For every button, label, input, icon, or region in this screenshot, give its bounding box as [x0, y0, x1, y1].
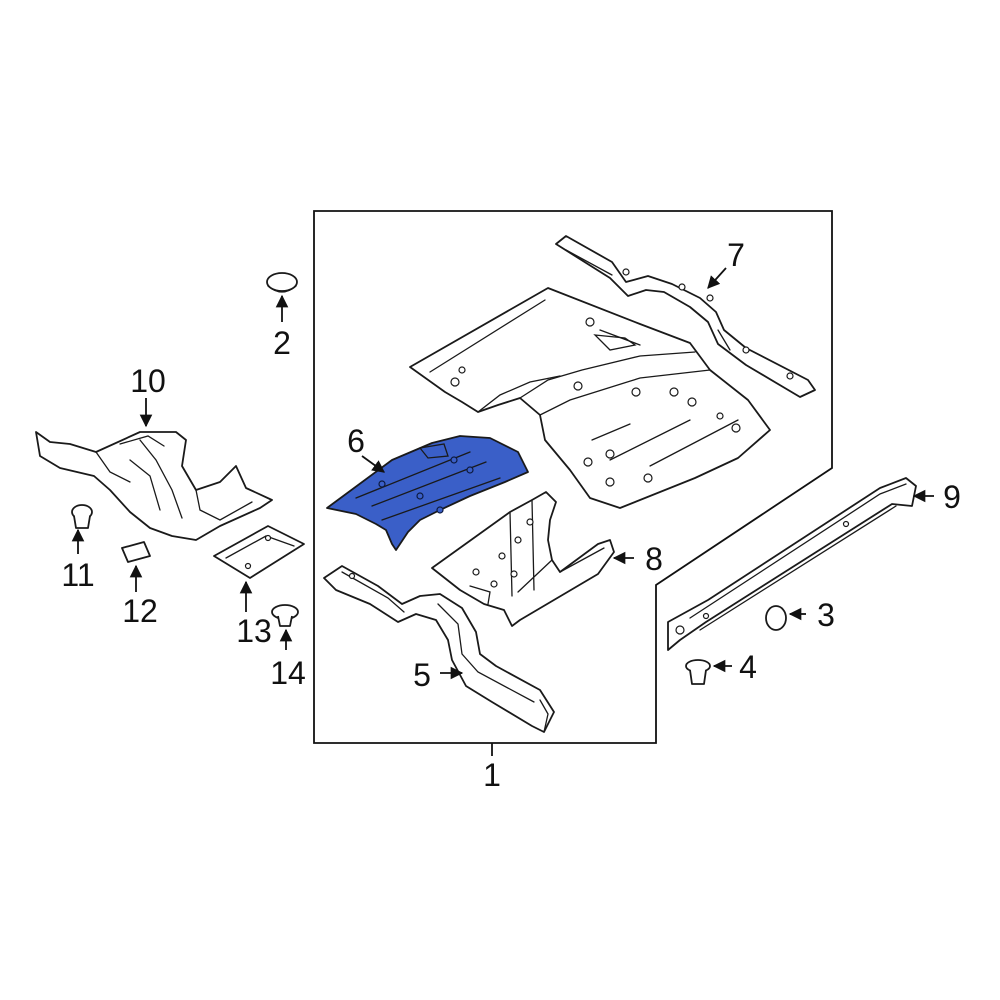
leader-6: [361, 455, 386, 473]
callout-14[interactable]: 14: [270, 655, 306, 691]
part-5-side-rail[interactable]: [323, 565, 555, 733]
part-2-plug[interactable]: [266, 272, 298, 293]
leader-7: [707, 267, 727, 289]
part-7-crossmember[interactable]: [555, 235, 816, 398]
callout-7[interactable]: 7: [727, 237, 745, 273]
part-11-bolt[interactable]: [71, 504, 93, 529]
part-6-highlighted-panel[interactable]: [326, 435, 529, 551]
callout-13[interactable]: 13: [236, 613, 272, 649]
callout-12[interactable]: 12: [122, 593, 158, 629]
part-12-spacer[interactable]: [121, 541, 151, 563]
part-13-plate[interactable]: [213, 525, 305, 579]
callout-11[interactable]: 11: [61, 557, 94, 593]
part-3-grommet[interactable]: [765, 605, 787, 631]
callout-8[interactable]: 8: [645, 541, 663, 577]
callout-10[interactable]: 10: [130, 363, 166, 399]
callout-1[interactable]: 1: [483, 757, 501, 793]
callout-5[interactable]: 5: [413, 657, 431, 693]
assembly-boundary: [313, 210, 833, 744]
part-8-reinforcement[interactable]: [431, 491, 615, 627]
part-1-floor-pan[interactable]: [409, 287, 771, 509]
callout-3[interactable]: 3: [817, 597, 835, 633]
callout-9[interactable]: 9: [943, 479, 961, 515]
callout-2[interactable]: 2: [273, 325, 291, 361]
part-14-nut[interactable]: [271, 604, 299, 627]
callout-6[interactable]: 6: [347, 423, 365, 459]
part-9-rocker-panel[interactable]: [667, 477, 917, 651]
callout-4[interactable]: 4: [739, 649, 757, 685]
part-10-floor-extension[interactable]: [35, 431, 273, 541]
part-4-fastener[interactable]: [685, 659, 711, 685]
